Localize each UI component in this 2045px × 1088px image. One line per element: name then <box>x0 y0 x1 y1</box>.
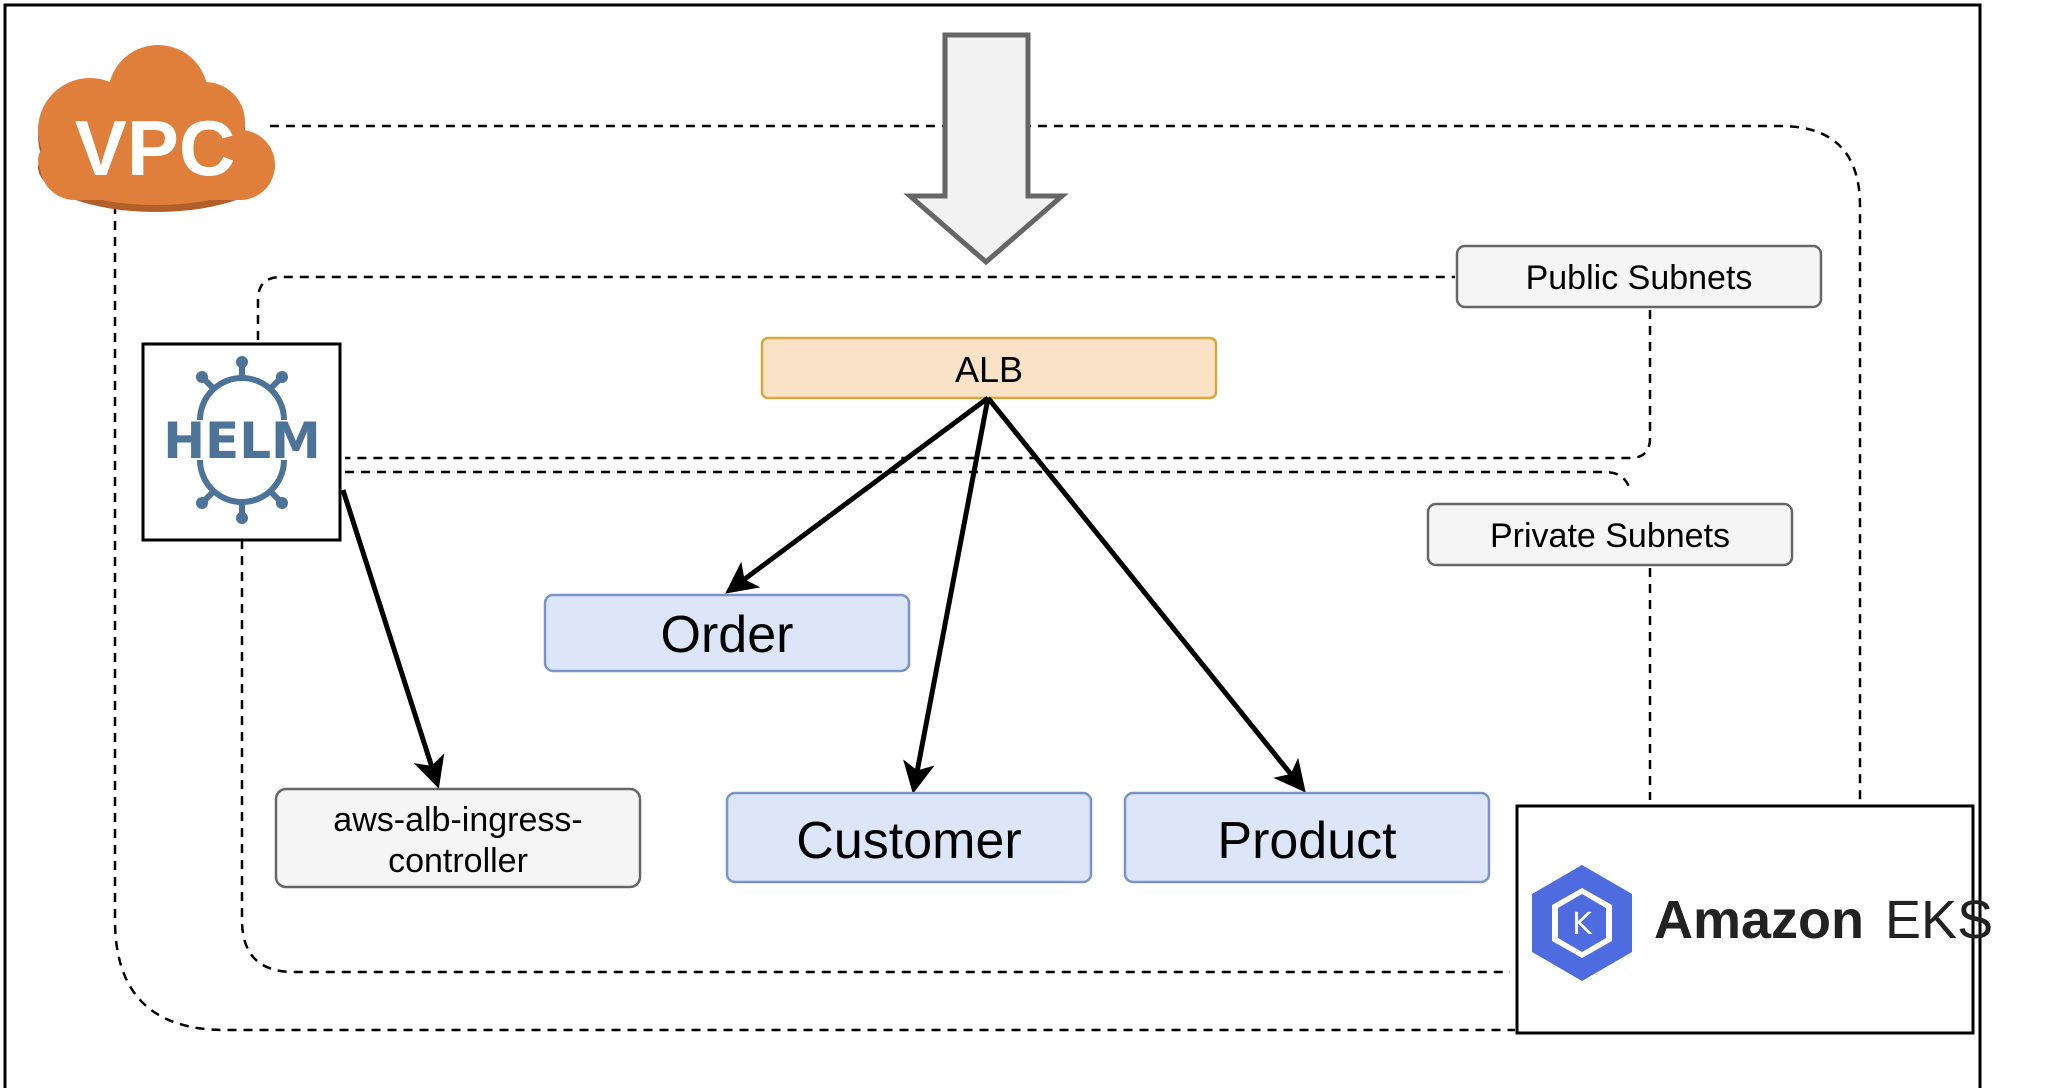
eks-label: Amazon EKS <box>1654 890 1993 950</box>
amazon-eks-box: K Amazon EKS <box>1515 804 1993 1035</box>
helm-to-controller-arrow <box>340 489 445 789</box>
customer-service: Customer <box>725 791 1093 884</box>
alb-to-order-arrow <box>725 395 990 594</box>
vpc-boundary <box>113 124 1862 1032</box>
ingress-controller-node: aws-alb-ingress- controller <box>274 787 642 889</box>
eks-label-amazon: Amazon <box>1654 890 1864 950</box>
vpc-cloud-icon: VPC <box>38 45 275 212</box>
eks-label-eks: EKS <box>1885 890 1993 950</box>
private-subnet-boundary <box>240 470 1652 974</box>
alb-node: ALB <box>760 336 1218 400</box>
alb-label: ALB <box>955 349 1023 390</box>
eks-logo-icon: K <box>1532 865 1632 981</box>
outer-frame <box>3 3 1982 1088</box>
product-label: Product <box>1217 812 1397 870</box>
controller-label-line1: aws-alb-ingress- <box>333 801 582 839</box>
vpc-label: VPC <box>75 104 235 192</box>
private-subnets-label: Private Subnets <box>1490 517 1730 555</box>
controller-label-line2: controller <box>388 842 528 880</box>
private-subnets-badge: Private Subnets <box>1426 502 1794 567</box>
public-subnets-label: Public Subnets <box>1526 259 1753 297</box>
product-service: Product <box>1123 791 1491 884</box>
public-subnet-boundary <box>256 275 1652 460</box>
helm-label: HELM <box>163 412 321 470</box>
helm-box: HELM <box>141 342 342 542</box>
eks-logo-letter: K <box>1572 907 1593 942</box>
customer-label: Customer <box>796 812 1021 870</box>
order-service: Order <box>543 593 911 673</box>
alb-to-product-arrow <box>986 396 1306 793</box>
public-subnets-badge: Public Subnets <box>1455 244 1823 309</box>
incoming-traffic-arrow <box>903 32 1069 266</box>
alb-to-customer-arrow <box>903 397 991 794</box>
order-label: Order <box>661 606 794 664</box>
